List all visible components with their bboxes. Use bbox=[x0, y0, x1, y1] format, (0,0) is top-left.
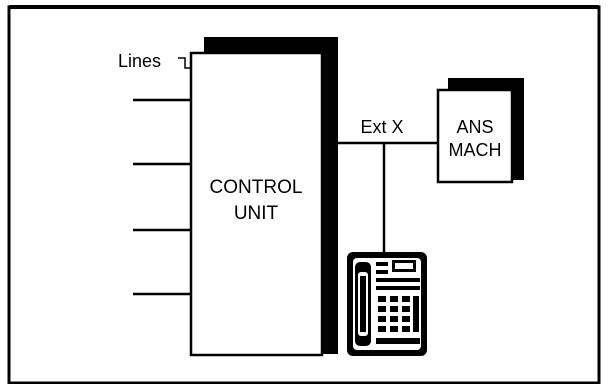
answering-machine-label-line2: MACH bbox=[449, 140, 502, 160]
control-unit-box bbox=[189, 51, 324, 357]
incoming-lines bbox=[133, 98, 191, 296]
lines-label: Lines bbox=[118, 51, 161, 71]
telephone-icon bbox=[347, 252, 427, 356]
answering-machine-label-line1: ANS bbox=[456, 117, 493, 137]
control-unit-label-line1: CONTROL bbox=[210, 177, 303, 198]
extension-label: Ext X bbox=[360, 117, 403, 137]
answering-machine-box bbox=[436, 88, 514, 184]
control-unit-label-line2: UNIT bbox=[234, 203, 279, 224]
lines-pointer bbox=[178, 57, 191, 69]
